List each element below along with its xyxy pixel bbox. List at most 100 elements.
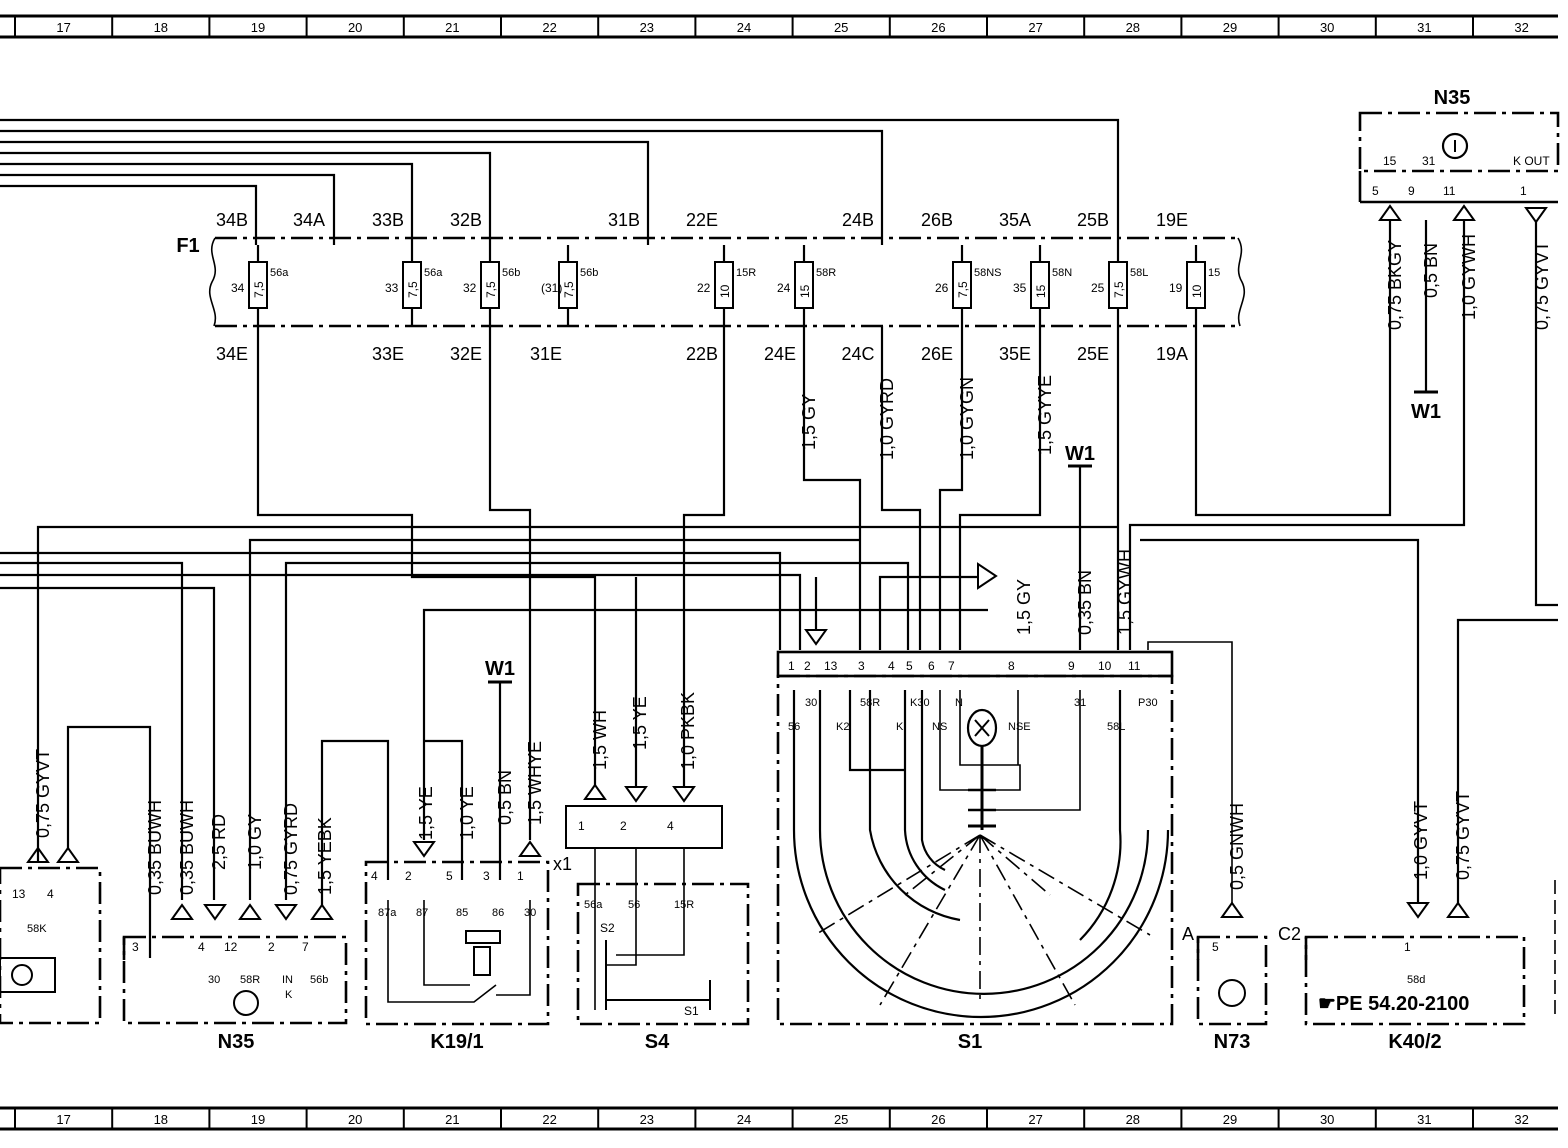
svg-text:2: 2	[268, 940, 275, 954]
fuse-number: 22	[697, 281, 711, 295]
grid-number: 32	[1514, 1112, 1528, 1127]
svg-text:1,5 GY: 1,5 GY	[799, 394, 819, 450]
svg-text:0,35 BUWH: 0,35 BUWH	[177, 800, 197, 895]
svg-text:33B: 33B	[372, 210, 404, 230]
fuse-number: 25	[1091, 281, 1105, 295]
svg-text:7: 7	[302, 940, 309, 954]
svg-text:3: 3	[132, 940, 139, 954]
k40-module: 1,0 GYVT 0,75 GYVT C2 1 58d ☛PE 54.20-21…	[1140, 538, 1558, 1053]
svg-text:1,0 GYWH: 1,0 GYWH	[1459, 234, 1479, 320]
s1-pin-number: 8	[1008, 659, 1015, 673]
fuse-rating: 7,5	[252, 281, 266, 298]
svg-text:1,5 GYYE: 1,5 GYYE	[1035, 375, 1055, 455]
svg-text:1,5 WHYE: 1,5 WHYE	[525, 741, 545, 825]
svg-text:24E: 24E	[764, 344, 796, 364]
svg-text:5: 5	[1372, 184, 1379, 198]
svg-text:22E: 22E	[686, 210, 718, 230]
svg-text:1,5 GYWH: 1,5 GYWH	[1115, 549, 1135, 635]
svg-text:1,5 YEBK: 1,5 YEBK	[315, 817, 335, 895]
fuse-number: 34	[231, 281, 245, 295]
svg-text:0,5 BN: 0,5 BN	[1421, 243, 1441, 298]
svg-text:1: 1	[578, 819, 585, 833]
svg-text:26E: 26E	[921, 344, 953, 364]
w1-ground-k19: W1	[485, 658, 515, 680]
svg-text:1,5 YE: 1,5 YE	[416, 786, 436, 840]
k40-label: K40/2	[1388, 1031, 1441, 1053]
svg-text:26B: 26B	[921, 210, 953, 230]
svg-text:35A: 35A	[999, 210, 1031, 230]
svg-text:58R: 58R	[240, 974, 260, 986]
grid-number: 24	[737, 20, 751, 35]
grid-number: 30	[1320, 20, 1334, 35]
svg-text:1,5 YE: 1,5 YE	[630, 696, 650, 750]
grid-number: 18	[154, 1112, 168, 1127]
svg-text:1,0 GYRD: 1,0 GYRD	[877, 378, 897, 460]
s1-pin-number: 3	[858, 659, 865, 673]
svg-text:56a: 56a	[584, 899, 603, 911]
grid-number: 25	[834, 1112, 848, 1127]
n73-module: 0,5 GNWH A 5 N73	[1182, 803, 1268, 1053]
grid-number: 23	[640, 20, 654, 35]
svg-text:56: 56	[628, 899, 640, 911]
grid-number: 29	[1223, 1112, 1237, 1127]
svg-text:K: K	[285, 989, 293, 1001]
svg-text:1: 1	[1520, 184, 1527, 198]
svg-text:58L: 58L	[1107, 721, 1125, 733]
fuse-terminal: 58R	[816, 267, 836, 279]
grid-number: 20	[348, 1112, 362, 1127]
svg-text:1: 1	[1404, 940, 1411, 954]
svg-text:S2: S2	[600, 921, 615, 935]
svg-text:34E: 34E	[216, 344, 248, 364]
svg-text:31E: 31E	[530, 344, 562, 364]
svg-text:K: K	[896, 721, 904, 733]
n35-top-module: N35 15 31 K OUT 5 9 11 1	[1358, 87, 1560, 607]
s4-switch: 1,5 WH 1,5 YE 1,0 PKBK 1 2 4 56a 56 15R …	[565, 577, 750, 1026]
svg-text:C2: C2	[1278, 924, 1301, 944]
fuse-number: (31)	[541, 281, 562, 295]
fuse-output-wires	[256, 220, 1466, 840]
left-connector: 13 4 58K 0,75 GYVT	[0, 525, 1118, 1025]
svg-text:30: 30	[805, 697, 817, 709]
s1-pin-number: 10	[1098, 659, 1112, 673]
grid-number: 22	[542, 1112, 556, 1127]
svg-text:58K: 58K	[27, 923, 47, 935]
grid-number: 23	[640, 1112, 654, 1127]
fuse-terminal: 58NS	[974, 267, 1002, 279]
svg-text:x1: x1	[553, 854, 572, 874]
svg-text:34B: 34B	[216, 210, 248, 230]
svg-text:4: 4	[371, 869, 378, 883]
grid-number: 19	[251, 1112, 265, 1127]
fuse-number: 32	[463, 281, 477, 295]
fuse-rating: 10	[718, 284, 732, 298]
grid-number: 21	[445, 1112, 459, 1127]
svg-text:4: 4	[667, 819, 674, 833]
grid-number: 19	[251, 20, 265, 35]
svg-text:0,75 BKGY: 0,75 BKGY	[1385, 240, 1405, 330]
fuse-rating: 10	[1190, 284, 1204, 298]
fuse-terminal: 56b	[502, 267, 520, 279]
grid-number: 25	[834, 20, 848, 35]
svg-text:58d: 58d	[1407, 974, 1425, 986]
grid-number: 32	[1514, 20, 1528, 35]
svg-text:4: 4	[198, 940, 205, 954]
svg-text:32B: 32B	[450, 210, 482, 230]
grid-number: 30	[1320, 1112, 1334, 1127]
svg-text:0,35 BUWH: 0,35 BUWH	[145, 800, 165, 895]
fuse-rating: 7,5	[562, 281, 576, 298]
fuse-terminal: 58L	[1130, 267, 1148, 279]
svg-text:0,5 GNWH: 0,5 GNWH	[1227, 803, 1247, 890]
grid-number: 18	[154, 20, 168, 35]
grid-number: 31	[1417, 20, 1431, 35]
fuse-terminal: 58N	[1052, 267, 1072, 279]
fuse-rating: 15	[1034, 284, 1048, 298]
svg-text:85: 85	[456, 907, 468, 919]
svg-text:1: 1	[517, 869, 524, 883]
svg-text:IN: IN	[282, 974, 293, 986]
fuse-rating: 7,5	[1112, 281, 1126, 298]
